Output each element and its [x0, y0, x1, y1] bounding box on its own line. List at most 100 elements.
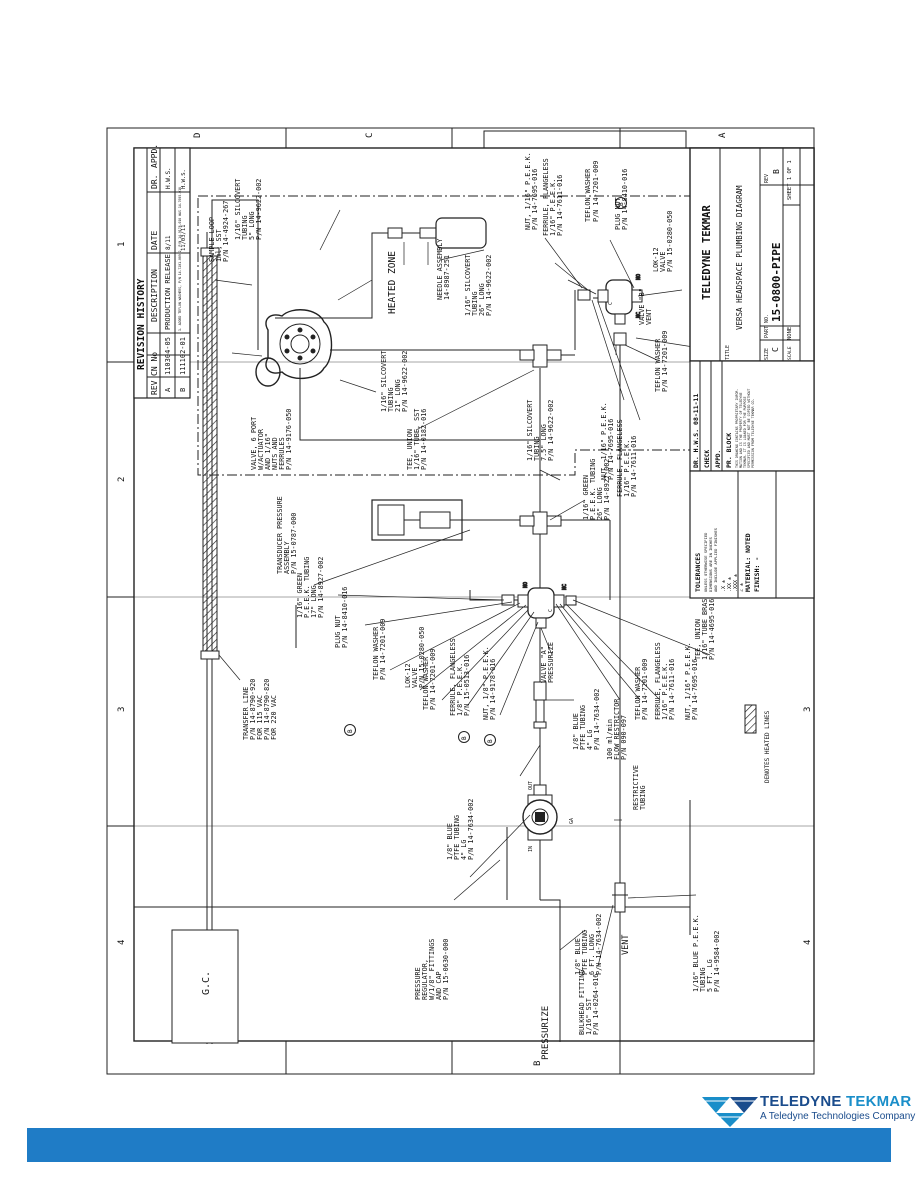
callout-b: B: [347, 729, 354, 733]
label-line: TEFLON WASHER: [634, 666, 642, 720]
six-port-valve: [255, 309, 333, 387]
label-line: P.E.E.K. TUBING: [589, 459, 597, 520]
tolerance-line: .X ±: [721, 580, 727, 592]
rev-b: B: [179, 388, 187, 392]
label-line: TUBING: [387, 387, 395, 412]
regulator-ga: GA: [569, 818, 575, 824]
label-line: P/N 15-0280-050: [666, 211, 674, 272]
approval-block: DR. H.W.S. 08-11-11 CHECK APPD. PR. BLOC…: [689, 360, 815, 599]
label-line: TRANSDUCER PRESSURE: [276, 496, 284, 574]
label-line: P/N 14-7695-016: [531, 169, 539, 230]
label-line: P/N 14-9584-002: [713, 931, 721, 992]
label-line: 1ml; SST: [215, 229, 223, 262]
appd-label: APPD.: [715, 450, 722, 468]
label-line: P/N 14-9622-002: [401, 351, 409, 412]
zone-label: 4: [803, 940, 813, 945]
zone-label: 3: [117, 707, 127, 712]
label-line: P/N 14-7201-009: [641, 659, 649, 720]
label-line: P/N 14-7611-016: [630, 436, 638, 497]
date-header: DATE: [150, 231, 159, 250]
label-line: P/N 14-7634-002: [595, 914, 603, 975]
label-line: 1/16" BLUE P.E.E.K.: [692, 914, 700, 992]
vent-label: VENT: [621, 935, 631, 955]
label-line: TRANSFER LINE: [242, 687, 250, 740]
label-washer-left2: TEFLON WASHERP/N 14-7201-009: [422, 649, 437, 710]
label-line: P/N 14-4924-267: [222, 201, 230, 262]
label-valve-a: VALVE "A"PRESSURIZE: [540, 642, 555, 683]
date-a: 8/11: [165, 235, 172, 250]
zone-label: D: [193, 133, 203, 138]
label-line: TUBING: [241, 215, 249, 240]
scale-label: SCALE: [787, 346, 793, 360]
title-company: TELEDYNE TEKMAR: [701, 204, 713, 300]
title-text: VERSA HEADSPACE PLUMBING DIAGRAM: [735, 185, 744, 330]
label-line: NUT, 1/16" P.E.E.K.: [684, 642, 692, 720]
label-line: 1/8" BLUE: [446, 823, 454, 860]
check-label: CHECK: [704, 450, 711, 468]
teledyne-logo: [700, 1093, 900, 1127]
label-line: P/N 14-7611-016: [668, 659, 676, 720]
label-line: 21" LONG: [394, 379, 402, 412]
port-c-markers: C C: [548, 302, 614, 612]
proprietary-note: TEKMAR. IT IS LOANED FOR THE PURPOSE: [743, 397, 747, 468]
label-line: P/N 14-9176-050: [285, 409, 293, 470]
vent-line-fitting: [613, 332, 627, 346]
label-line: P/N 14-9622-002: [485, 255, 493, 316]
label-line: FERRULE, FLANGELESS: [542, 158, 550, 236]
label-line: P/N 14-8410-016: [621, 169, 629, 230]
proprietary-note: THIS DRAWING CONTAINS PROPRIETARY INFOR-: [735, 389, 739, 468]
label-line: VALVE, 6 PORT: [250, 417, 258, 470]
size-value: C: [771, 347, 780, 352]
dr-b: H.W.S.: [181, 169, 187, 189]
label-line: 1/16" GREEN: [582, 475, 590, 520]
label-blue-ptfe-6: 1/8" BLUEPTFE TUBING6 FT. LONGP/N 14-763…: [574, 914, 603, 975]
label-washer-top: TEFLON WASHERP/N 14-7201-009: [584, 161, 600, 222]
port-nc: NC: [562, 584, 568, 590]
label-transducer: TRANSDUCER PRESSUREASSEMBLYP/N 15-0787-0…: [276, 496, 298, 574]
label-line: W/ACTUATOR: [257, 428, 265, 470]
label-washer-mid: TEFLON WASHERP/N 14-7201-009: [654, 331, 669, 392]
label-line: P/N 14-7695-016: [607, 419, 615, 480]
label-line: P/N 14-9622-002: [255, 179, 263, 240]
label-line: 4" LG: [586, 730, 594, 750]
transducer-assembly: [371, 499, 470, 541]
label-line: P/N 14-7611-016: [556, 175, 564, 236]
label-line: TUBING: [699, 967, 707, 992]
label-washer-left: TEFLON WASHERP/N 14-7201-009: [372, 619, 387, 680]
label-line: P/N 14-7695-016: [691, 659, 699, 720]
appd-header: APPD.: [150, 144, 159, 168]
label-line: P/N 14-8790-920: [249, 679, 257, 740]
label-line: 1/8" P.E.E.K.: [456, 663, 464, 716]
label-line: 1/16" P.E.E.K.: [661, 663, 669, 720]
label-green-tubing-17: 1/16" GREENP.E.E.K. TUBING17" LONGP/N 14…: [296, 557, 325, 618]
label-line: LOK-12: [404, 663, 412, 688]
label-line: NUT, 1/16" P.E.E.K.: [600, 402, 608, 480]
pressure-regulator: OUT IN GA: [522, 781, 575, 852]
cn-header: CN No: [150, 352, 159, 376]
desc-a: PRODUCTION RELEASE: [164, 254, 172, 330]
label-line: LOK-12: [652, 247, 660, 272]
proprietary-note: SPECIFIED AND MUST NOT BE COPIED WITHOUT: [747, 389, 751, 468]
label-line: TEE, UNION: [694, 619, 702, 660]
label-washer-right: TEFLON WASHERP/N 14-7201-009: [634, 659, 649, 720]
rev-header: REV: [150, 380, 159, 395]
label-line: 14-8987-251: [443, 255, 451, 300]
label-line: 7.5" LONG: [540, 424, 548, 461]
brand-word-teledyne: TELEDYNE: [760, 1093, 842, 1110]
zone-label: 3: [803, 707, 813, 712]
label-line: TUBING: [639, 785, 647, 810]
label-line: 1/16" SST: [585, 998, 593, 1035]
label-line: VENT: [645, 309, 653, 325]
regulator-out: OUT: [528, 781, 534, 790]
zone-label: 2: [117, 477, 127, 482]
rev-a: A: [164, 387, 172, 392]
label-line: RESTRICTIVE: [632, 765, 640, 810]
dr-a: H.W.S.: [165, 167, 172, 189]
footer-bar: [27, 1128, 891, 1162]
label-line: P/N 14-7201-009: [661, 331, 669, 392]
material: MATERIAL: NOTED: [744, 533, 752, 592]
label-line: PRESSURE: [414, 967, 422, 1000]
needle-assembly: [387, 217, 487, 249]
tolerances-sub: AND INCLUDE APPLIED FINISHES: [713, 527, 718, 592]
